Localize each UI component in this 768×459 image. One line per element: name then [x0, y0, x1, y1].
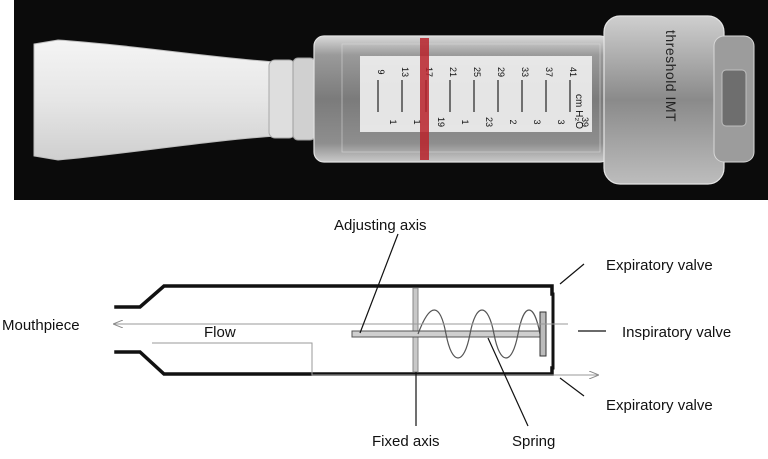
- scale-top-label: 13: [400, 67, 410, 77]
- label-spring: Spring: [512, 433, 555, 450]
- housing-bottom-wall: [114, 350, 554, 376]
- label-adjusting-axis: Adjusting axis: [334, 217, 427, 234]
- leader-spring: [487, 337, 529, 427]
- scale-bottom-label: 1: [460, 119, 470, 124]
- label-mouthpiece: Mouthpiece: [2, 317, 80, 334]
- leader-expiratory-valve-top: [559, 263, 585, 285]
- leader-expiratory-valve-bottom: [559, 377, 585, 397]
- spring: [417, 309, 541, 359]
- indicator-ring: [420, 38, 429, 160]
- scale-top-label: 9: [376, 69, 386, 74]
- leader-adjusting-axis: [359, 233, 399, 334]
- scale-top-labels: 91317212529333741: [376, 67, 578, 77]
- device-diagram-svg: Adjusting axis Expiratory valve Mouthpie…: [2, 217, 731, 450]
- scale-bottom-label: 23: [484, 117, 494, 127]
- label-flow: Flow: [204, 324, 236, 341]
- scale-top-label: 41: [568, 67, 578, 77]
- scale-bottom-label: 1: [388, 119, 398, 124]
- scale-top-label: 21: [448, 67, 458, 77]
- scale-bottom-label: 2: [508, 119, 518, 124]
- scale-top-label: 25: [472, 67, 482, 77]
- scale-bottom-label: 19: [436, 117, 446, 127]
- fixed-axis: [412, 287, 419, 373]
- unit-label: cm H₂O: [573, 94, 584, 129]
- scale-bottom-label: 1: [412, 119, 422, 124]
- flow-arrow-exhale: [152, 342, 598, 375]
- scale-bottom-label: 3: [532, 119, 542, 124]
- scale-top-label: 37: [544, 67, 554, 77]
- photo-end-cap: threshold IMT: [603, 15, 755, 185]
- scale-bottom-label: 3: [556, 119, 566, 124]
- label-expiratory-valve-bottom: Expiratory valve: [606, 397, 713, 414]
- label-inspiratory-valve: Inspiratory valve: [622, 324, 731, 341]
- scale-bottom-label: 39: [580, 117, 590, 127]
- scale-top-label: 33: [520, 67, 530, 77]
- label-fixed-axis: Fixed axis: [372, 433, 440, 450]
- device-diagram: Adjusting axis Expiratory valve Mouthpie…: [0, 200, 768, 454]
- brand-text: threshold IMT: [663, 30, 679, 122]
- inspiratory-valve-disc: [539, 311, 547, 357]
- housing-outline: [114, 284, 555, 376]
- label-expiratory-valve-top: Expiratory valve: [606, 257, 713, 274]
- photo-mouthpiece: [33, 39, 316, 161]
- scale-top-label: 29: [496, 67, 506, 77]
- housing-top-wall: [114, 284, 554, 309]
